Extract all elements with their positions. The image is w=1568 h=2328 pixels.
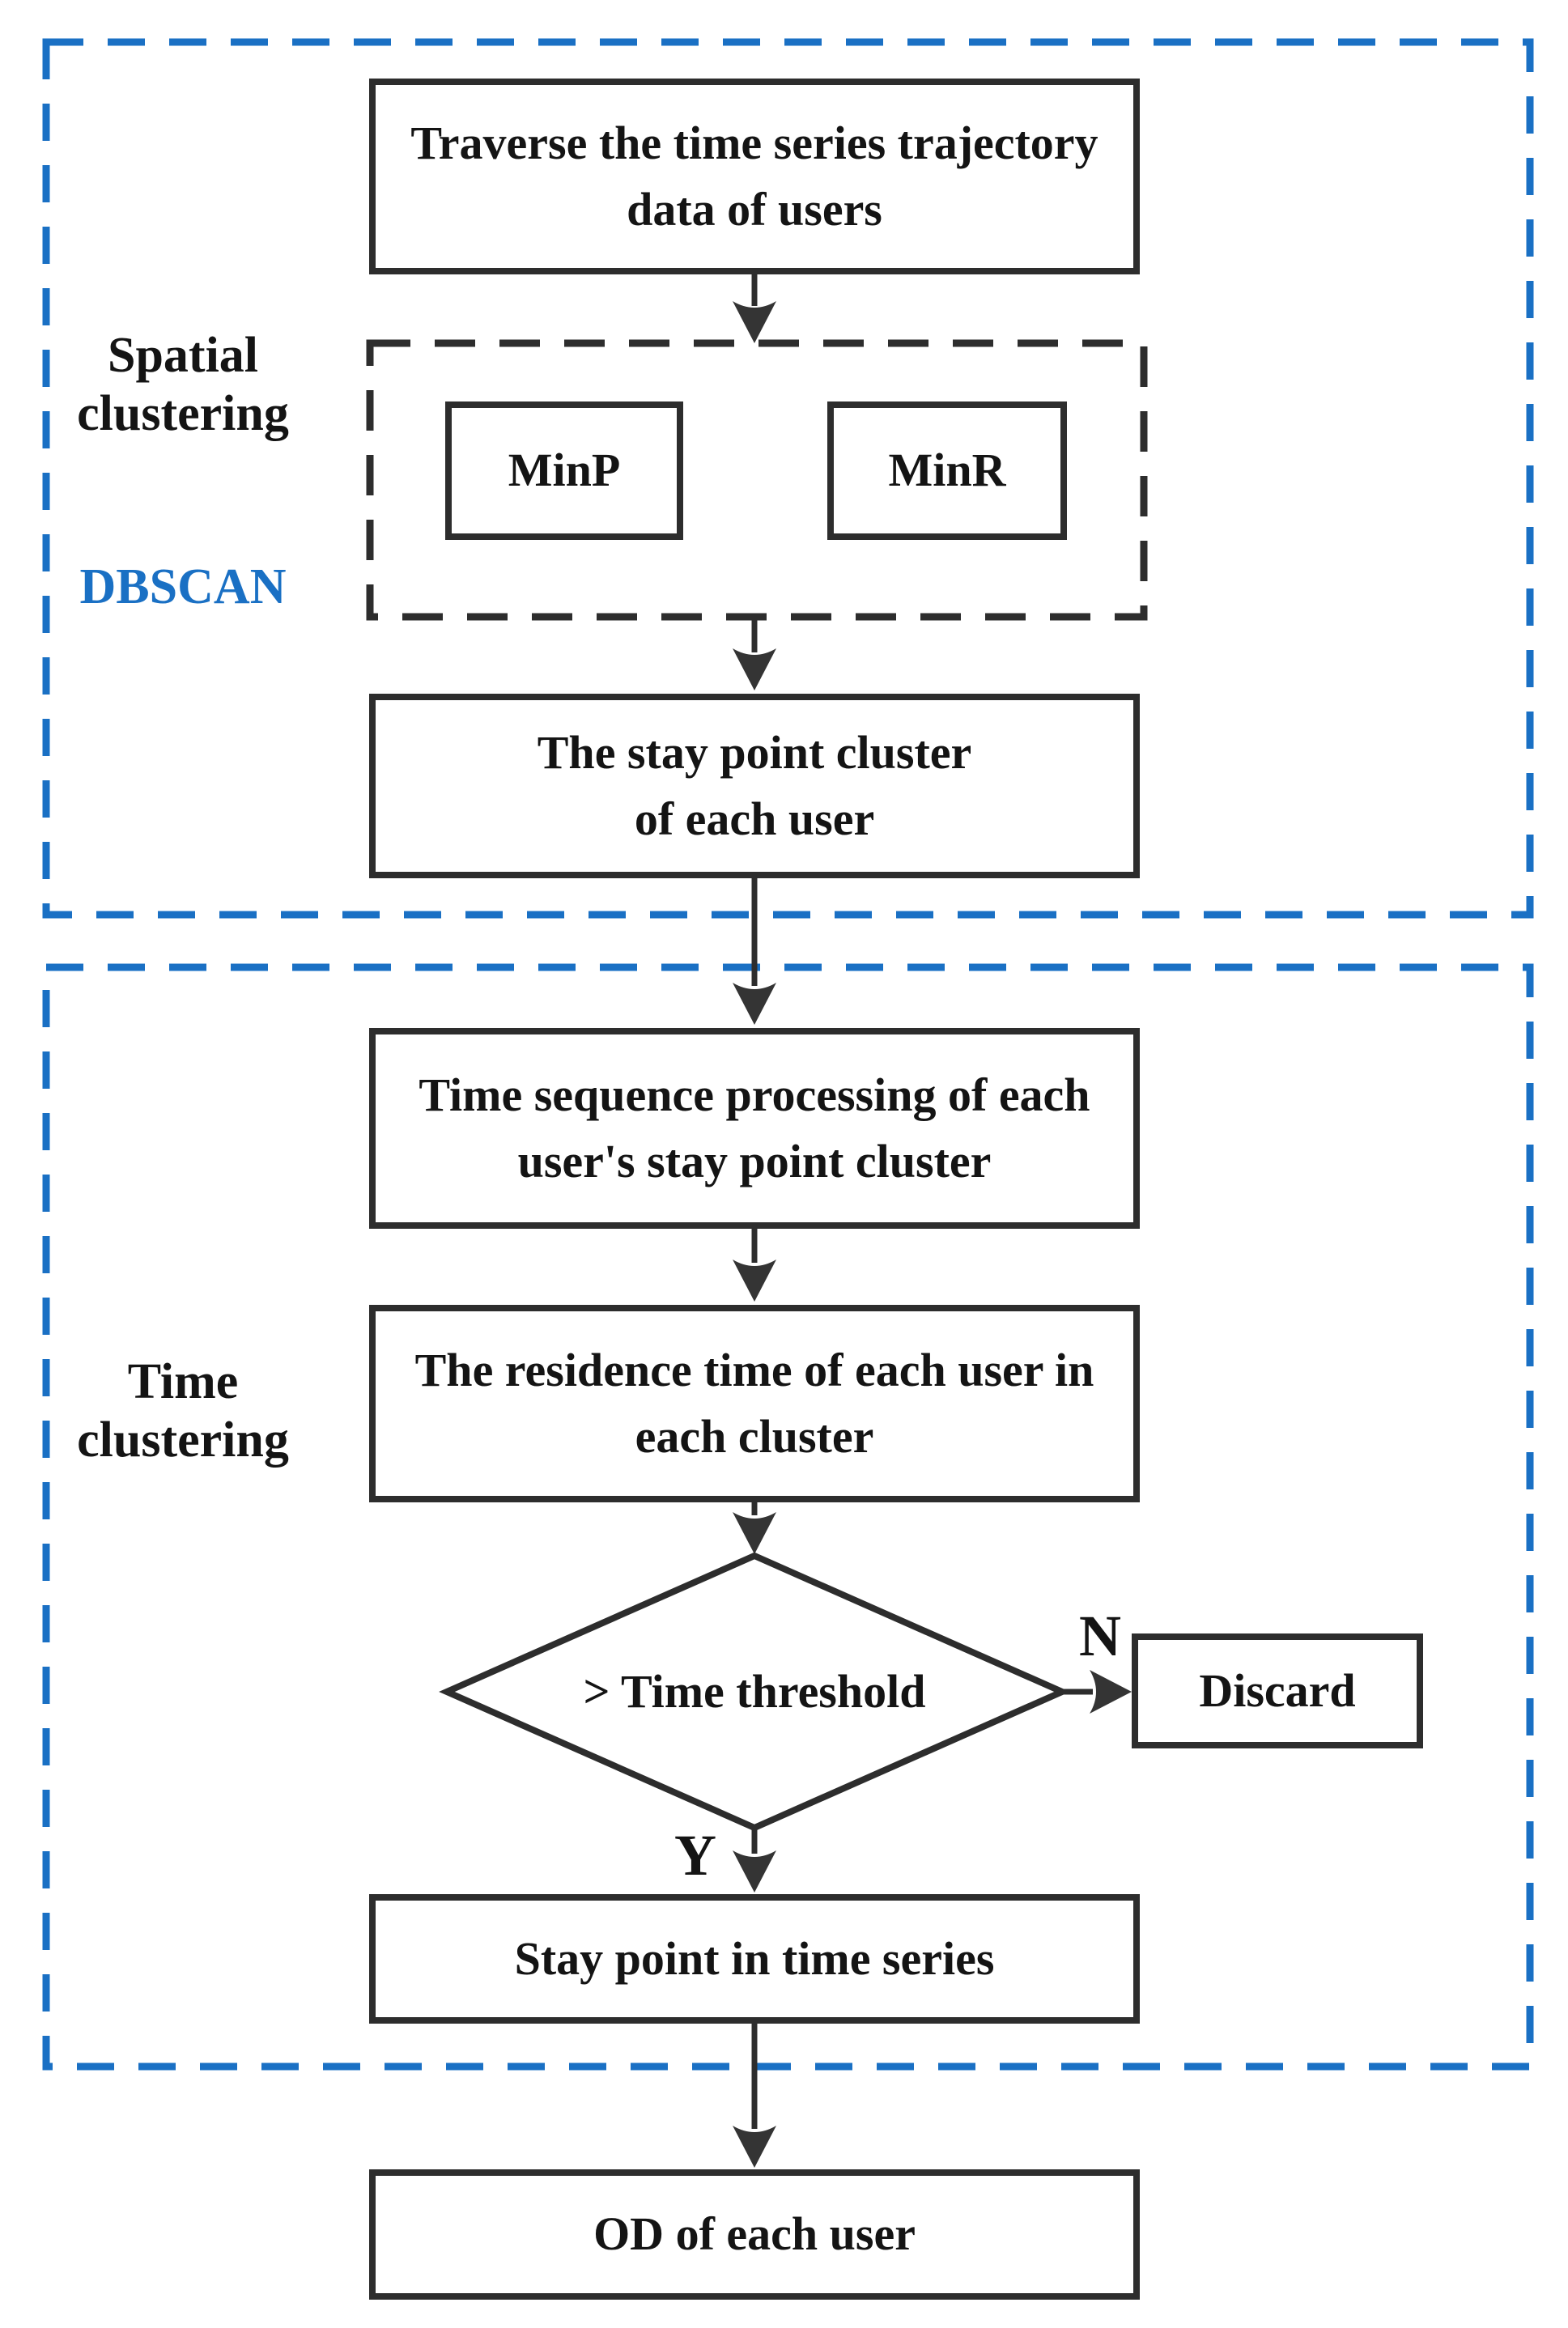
- arrowhead: [733, 1512, 776, 1554]
- text-line: Spatial: [107, 328, 259, 383]
- label-branch-n: N: [1079, 1604, 1121, 1668]
- node-traverse: Traverse the time series trajectory data…: [369, 79, 1140, 274]
- node-minp: MinP: [445, 401, 683, 540]
- node-stay-cluster: The stay point cluster of each user: [369, 694, 1140, 878]
- label-time-clustering: Time clustering: [24, 1353, 342, 1470]
- node-minr: MinR: [827, 401, 1067, 540]
- node-decision-label: > Time threshold: [583, 1665, 926, 1718]
- text-line: OD of each user: [593, 2207, 916, 2261]
- decision-diamond: [439, 1552, 1070, 1832]
- label-dbscan: DBSCAN: [24, 559, 342, 617]
- arrowhead: [733, 1850, 776, 1893]
- arrowhead: [733, 2126, 776, 2168]
- label-spatial-clustering: Spatial clustering: [24, 327, 342, 444]
- node-stay-series: Stay point in time series: [369, 1894, 1140, 2024]
- text-line: Time sequence processing of each: [419, 1068, 1090, 1121]
- text-line: user's stay point cluster: [517, 1135, 992, 1187]
- arrow-decision-to-stayseries: [733, 1828, 776, 1893]
- text-line: Traverse the time series trajectory: [410, 116, 1098, 169]
- text-line: The residence time of each user in: [414, 1343, 1094, 1396]
- arrow-traverse-to-params: [733, 274, 776, 343]
- arrow-staycluster-to-timeseq: [733, 878, 776, 1025]
- node-discard: Discard: [1132, 1633, 1423, 1748]
- text-line: clustering: [77, 385, 289, 441]
- node-residence-time: The residence time of each user in each …: [369, 1305, 1140, 1502]
- text-line: DBSCAN: [79, 559, 287, 614]
- text-line: Stay point in time series: [514, 1931, 995, 1985]
- node-od: OD of each user: [369, 2169, 1140, 2300]
- text-line: data of users: [627, 183, 882, 236]
- spatial-region-border: [42, 38, 1534, 919]
- arrow-decision-to-discard: [1062, 1670, 1132, 1714]
- arrow-timeseq-to-residence: [733, 1229, 776, 1302]
- text-line: The stay point cluster: [537, 725, 972, 779]
- text-line: each cluster: [635, 1410, 874, 1463]
- arrowhead: [733, 301, 776, 343]
- arrow-params-to-staycluster: [733, 617, 776, 690]
- text-line: Discard: [1199, 1663, 1356, 1717]
- arrowhead: [733, 983, 776, 1025]
- text-line: of each user: [634, 792, 875, 845]
- arrowhead: [733, 1260, 776, 1302]
- node-time-sequence: Time sequence processing of each user's …: [369, 1028, 1140, 1229]
- arrow-stayseries-to-od: [733, 2024, 776, 2168]
- arrow-residence-to-decision: [733, 1502, 776, 1554]
- arrowhead: [733, 648, 776, 690]
- label-branch-y: Y: [674, 1823, 716, 1888]
- arrowhead: [1090, 1670, 1132, 1714]
- time-region-border: [42, 963, 1534, 2071]
- text-line: clustering: [77, 1412, 289, 1468]
- text-line: Time: [127, 1354, 239, 1409]
- text-line: MinR: [888, 444, 1006, 497]
- text-line: MinP: [508, 444, 621, 497]
